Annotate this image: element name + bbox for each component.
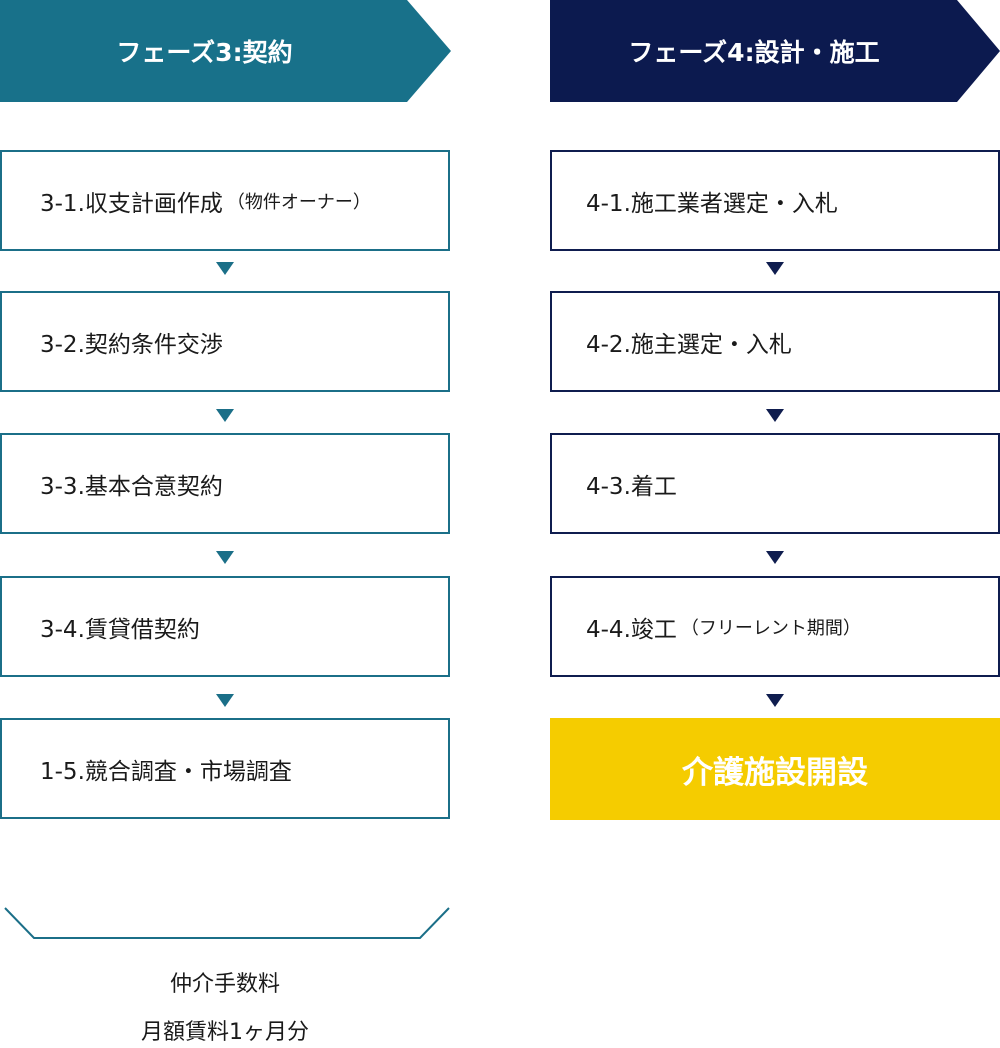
step-label: 4-2.施主選定・入札 (586, 331, 792, 358)
step-label: 3-3.基本合意契約 (40, 473, 223, 500)
step-3-2: 3-2.契約条件交渉 (0, 291, 450, 392)
step-label: 4-3.着工 (586, 473, 677, 500)
step-1-5: 1-5.競合調査・市場調査 (0, 718, 450, 819)
down-triangle-icon (216, 694, 234, 707)
down-triangle-icon (216, 409, 234, 422)
phase4-title: フェーズ4:設計・施工 (628, 38, 880, 67)
step-4-4: 4-4.竣工 （フリーレント期間） (550, 576, 1000, 677)
down-triangle-icon (766, 694, 784, 707)
fee-label: 仲介手数料 (169, 972, 280, 997)
step-4-3: 4-3.着工 (550, 433, 1000, 534)
phase4-header: フェーズ4:設計・施工 (550, 0, 1000, 102)
phase3-header: フェーズ3:契約 (0, 0, 451, 102)
step-4-2: 4-2.施主選定・入札 (550, 291, 1000, 392)
step-3-3: 3-3.基本合意契約 (0, 433, 450, 534)
step-3-1: 3-1.収支計画作成 （物件オーナー） (0, 150, 450, 251)
phase3-title: フェーズ3:契約 (116, 38, 293, 67)
step-label: 1-5.競合調査・市場調査 (40, 758, 292, 785)
step-label: 3-1.収支計画作成 (40, 190, 223, 217)
down-triangle-icon (766, 551, 784, 564)
down-triangle-icon (216, 551, 234, 564)
step-label: 4-4.竣工 (586, 616, 677, 643)
fee-amount: 月額賃料1ヶ月分 (141, 1020, 309, 1045)
step-note: （物件オーナー） (226, 191, 371, 213)
facility-opening-label: 介護施設開設 (682, 754, 868, 791)
step-label: 4-1.施工業者選定・入札 (586, 190, 838, 217)
down-triangle-icon (766, 262, 784, 275)
step-label: 3-2.契約条件交渉 (40, 331, 223, 358)
down-triangle-icon (216, 262, 234, 275)
step-label: 3-4.賃貸借契約 (40, 616, 200, 643)
facility-opening-box: 介護施設開設 (550, 718, 1000, 820)
step-3-4: 3-4.賃貸借契約 (0, 576, 450, 677)
bracket-divider (4, 907, 450, 939)
step-4-1: 4-1.施工業者選定・入札 (550, 150, 1000, 251)
step-note: （フリーレント期間） (680, 617, 861, 639)
down-triangle-icon (766, 409, 784, 422)
